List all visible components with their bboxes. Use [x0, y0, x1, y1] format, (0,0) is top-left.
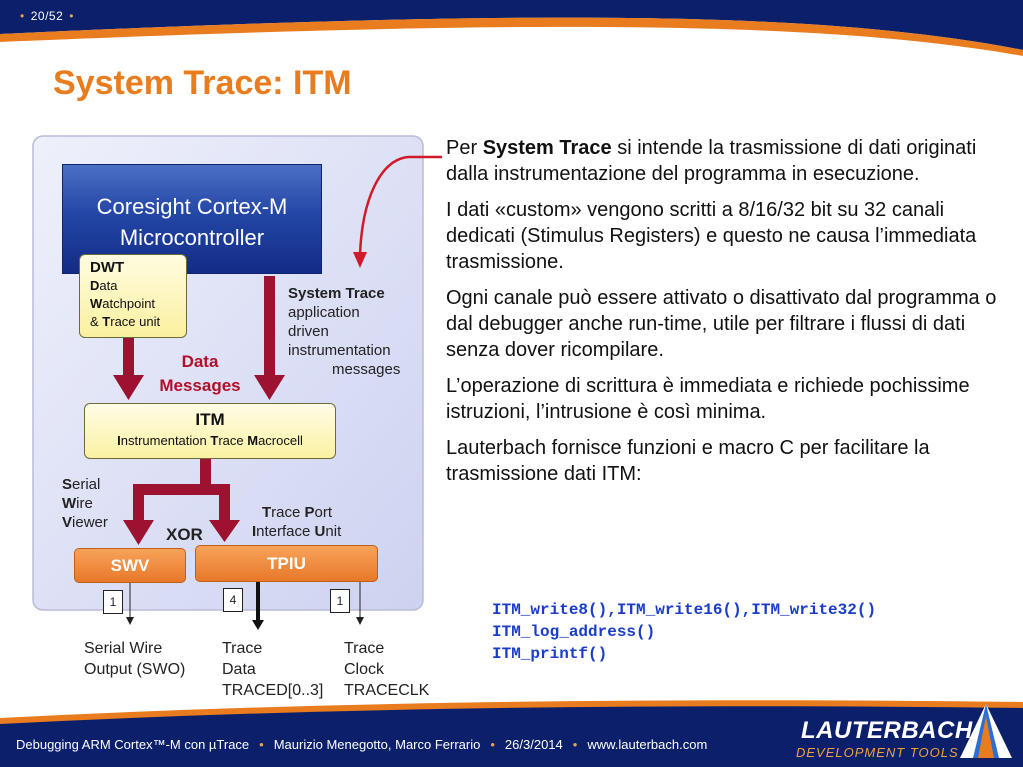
- itm-title: ITM: [195, 410, 225, 429]
- dwt-block: DWT Data Watchpoint & Trace unit: [79, 254, 187, 338]
- paragraph-4: L’operazione di scrittura è immediata e …: [446, 375, 970, 423]
- trace-port-interface-unit-label: Trace Port Interface Unit: [252, 504, 342, 540]
- pin-clock: [356, 582, 364, 625]
- code-line: ITM_printf(): [492, 645, 608, 663]
- pin-swo-count: 1: [103, 590, 123, 614]
- pin-data-count: 4: [223, 588, 243, 612]
- footer-info: Debugging ARM Cortex™-M con µTrace•Mauri…: [16, 737, 708, 752]
- itm-subtitle: Instrumentation Trace Macrocell: [117, 433, 303, 448]
- dwt-line3: & Trace unit: [90, 314, 161, 329]
- footer-url[interactable]: www.lauterbach.com: [587, 737, 708, 752]
- paragraph-5: Lauterbach fornisce funzioni e macro C p…: [446, 437, 930, 485]
- output-swo-label: Serial Wire Output (SWO): [84, 640, 186, 678]
- dwt-line2: Watchpoint: [90, 296, 156, 311]
- footer-swoosh: [0, 700, 1023, 767]
- dwt-line1: Data: [90, 278, 118, 293]
- output-trace-data-label: Trace Data TRACED[0..3]: [222, 640, 324, 699]
- itm-block: ITM Instrumentation Trace Macrocell: [84, 403, 336, 459]
- logo-name: LAUTERBACH: [801, 717, 973, 744]
- coresight-line1: Coresight Cortex-M: [96, 194, 288, 219]
- xor-label: XOR: [166, 525, 203, 544]
- coresight-line2: Microcontroller: [119, 225, 265, 250]
- slide-title: System Trace: ITM: [53, 64, 352, 102]
- code-line: ITM_write8(),ITM_write16(),ITM_write32(): [492, 601, 877, 619]
- footer-course: Debugging ARM Cortex™-M con µTrace: [16, 737, 250, 752]
- data-messages-arrow: [113, 337, 144, 400]
- callout-arrow: [353, 155, 442, 268]
- data-messages-label: Data Messages: [159, 352, 241, 395]
- paragraph-1: Per System Trace si intende la trasmissi…: [446, 137, 977, 185]
- code-snippet: ITM_write8(),ITM_write16(),ITM_write32()…: [492, 599, 876, 665]
- paragraph-3: Ogni canale può essere attivato o disatt…: [446, 287, 997, 361]
- serial-wire-viewer-label: Serial Wire Viewer: [62, 476, 108, 531]
- swv-block: SWV: [74, 548, 186, 583]
- xor-split-arrows: [123, 459, 240, 545]
- system-trace-label: System Trace application driven instrume…: [288, 285, 401, 378]
- lauterbach-logo-icon: [960, 704, 1012, 758]
- logo-subtitle: DEVELOPMENT TOOLS: [796, 745, 959, 760]
- slide-body-text: Per System Trace si intende la trasmissi…: [446, 135, 1011, 497]
- code-line: ITM_log_address(): [492, 623, 656, 641]
- pin-data: [252, 582, 264, 630]
- system-trace-arrow: [254, 276, 285, 400]
- output-trace-clock-label: Trace Clock TRACECLK: [344, 640, 430, 699]
- footer-date: 26/3/2014: [504, 737, 563, 752]
- pin-clock-count: 1: [330, 589, 350, 613]
- pin-swo-arrowhead: [126, 617, 134, 625]
- paragraph-2: I dati «custom» vengono scritti a 8/16/3…: [446, 199, 977, 273]
- header-swoosh: [0, 0, 1023, 56]
- tpiu-block: TPIU: [195, 545, 378, 582]
- footer-authors: Maurizio Menegotto, Marco Ferrario: [273, 737, 481, 752]
- page-number: •20/52•: [20, 9, 74, 23]
- dwt-title: DWT: [90, 259, 125, 276]
